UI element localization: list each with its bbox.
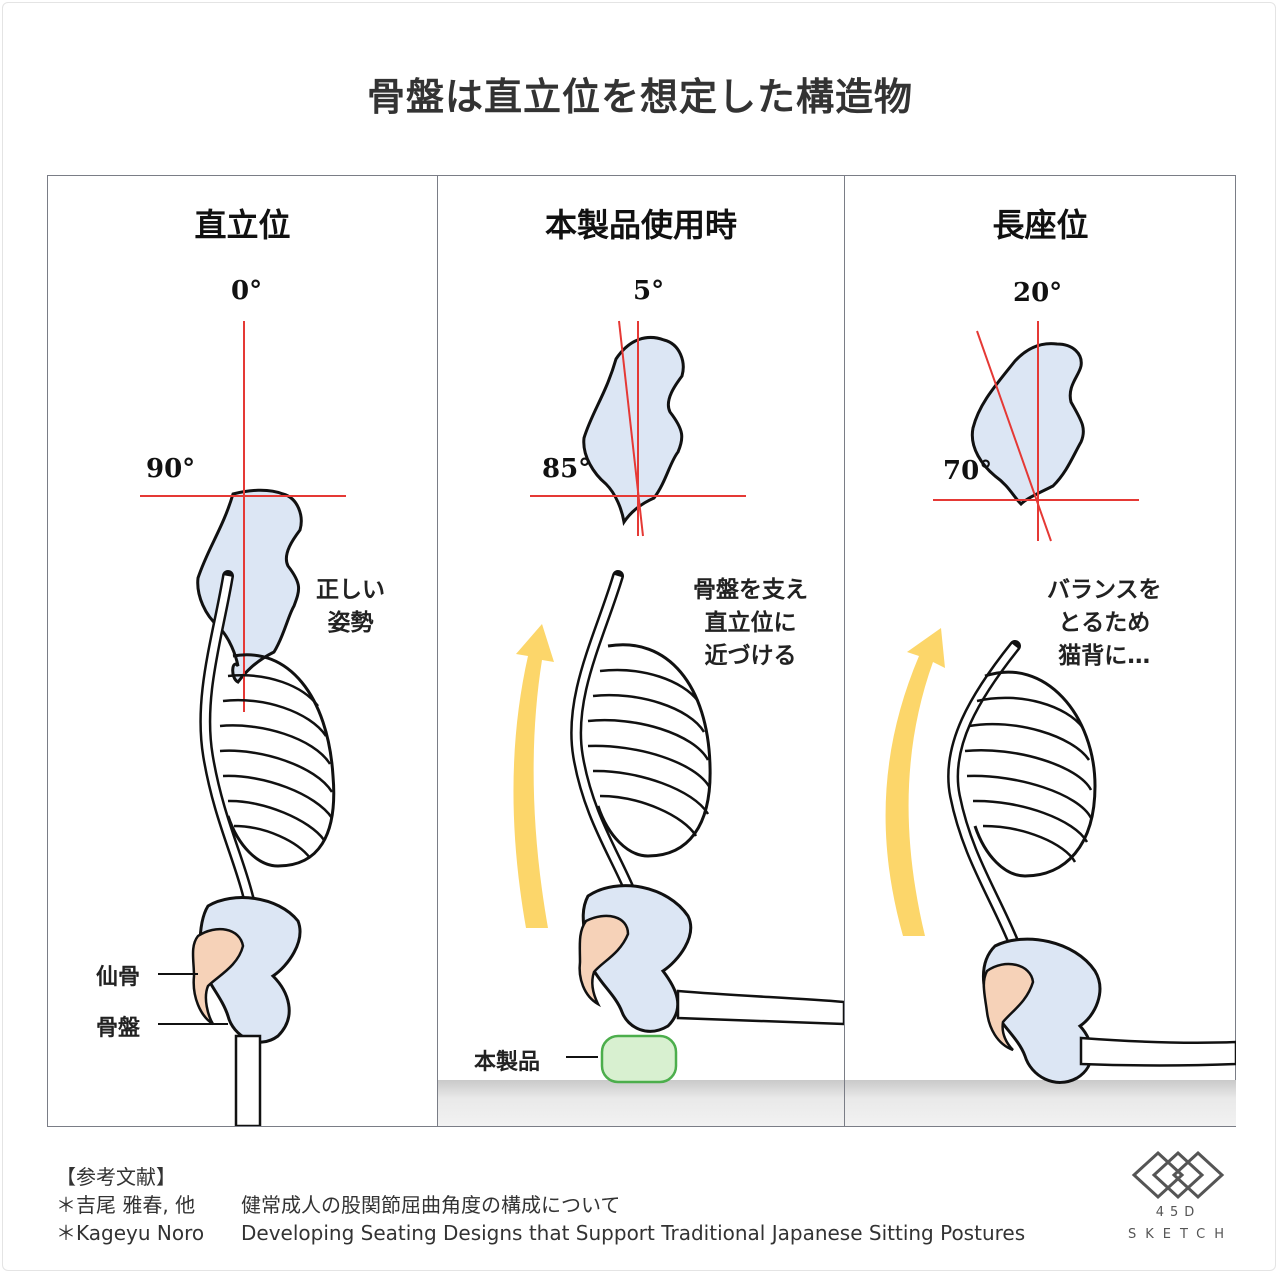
references: 【参考文献】 ＊吉尾 雅春, 他健常成人の股関節屈曲角度の構成について ＊Kag… [56, 1163, 1025, 1247]
panel-long-sitting: 長座位 20° 70° バランスを とる [845, 176, 1236, 1126]
reference-author: Kageyu Noro [76, 1219, 241, 1247]
reference-title: 健常成人の股関節屈曲角度の構成について [241, 1193, 620, 1217]
reference-item: ＊吉尾 雅春, 他健常成人の股関節屈曲角度の構成について [56, 1191, 1025, 1219]
reference-title: Developing Seating Designs that Support … [241, 1221, 1025, 1245]
pelvis-outline [584, 337, 683, 522]
femur [678, 991, 844, 1024]
ribs [220, 675, 332, 858]
angle-top-label: 5° [633, 276, 664, 306]
comparison-panels: 直立位 [47, 175, 1236, 1127]
product-cushion [602, 1036, 676, 1082]
logo-number: 45D [1128, 1205, 1228, 1220]
angle-side-label: 90° [146, 454, 195, 484]
panel-long-sitting-illustration [845, 176, 1236, 1126]
logo-mark-icon [1128, 1145, 1228, 1205]
femur [1081, 1038, 1236, 1066]
note-line: 姿勢 [316, 607, 385, 640]
panel-upright: 直立位 [48, 176, 437, 1126]
reference-bullet: ＊ [56, 1219, 76, 1247]
note-line: 猫背に… [1047, 640, 1162, 673]
brand-logo: 45D SKETCH [1128, 1145, 1228, 1255]
reference-author: 吉尾 雅春, 他 [76, 1191, 241, 1219]
note-line: バランスを [1047, 574, 1162, 607]
ribs [965, 698, 1091, 862]
upward-arrow [513, 624, 554, 928]
posture-note: 骨盤を支え 直立位に 近づける [693, 574, 808, 673]
reference-bullet: ＊ [56, 1191, 76, 1219]
ribcage [598, 645, 710, 856]
posture-note: バランスを とるため 猫背に… [1047, 574, 1162, 673]
sacrum-label: 仙骨 [96, 959, 140, 991]
angle-top-label: 20° [1013, 278, 1062, 308]
note-line: 近づける [693, 640, 808, 673]
posture-note: 正しい 姿勢 [316, 574, 385, 640]
logo-word: SKETCH [1128, 1227, 1228, 1242]
note-line: とるため [1047, 607, 1162, 640]
product-label: 本製品 [474, 1044, 540, 1076]
panel-with-product: 本製品使用時 5° [438, 176, 844, 1126]
angle-side-label: 70° [943, 456, 992, 486]
pelvis-label: 骨盤 [96, 1010, 140, 1042]
upward-arrow [886, 628, 945, 936]
ribs [588, 670, 710, 836]
note-line: 骨盤を支え [693, 574, 808, 607]
page-title: 骨盤は直立位を想定した構造物 [0, 66, 1280, 121]
note-line: 正しい [316, 574, 385, 607]
femur [236, 1036, 260, 1126]
references-heading: 【参考文献】 [56, 1163, 1025, 1191]
angle-side-label: 85° [542, 454, 591, 484]
note-line: 直立位に [693, 607, 808, 640]
angle-top-label: 0° [231, 276, 262, 306]
